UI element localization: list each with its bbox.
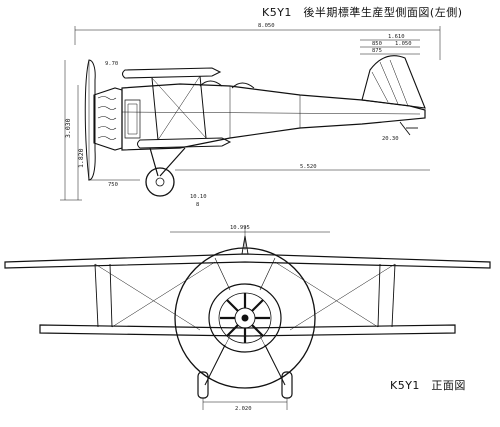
dim-span: 10.995: [230, 225, 250, 231]
landing-gear: [145, 147, 186, 197]
dimension-track: 2.020: [202, 398, 288, 412]
front-struts: [94, 257, 396, 331]
tail-skid: [399, 121, 418, 136]
dim-height-b: 1.820: [77, 148, 85, 168]
front-view-title: K5Y1 正面図: [390, 379, 466, 392]
side-view-title: K5Y1 後半期標準生産型側面図(左側): [262, 6, 463, 19]
dim-wheel-b: 8: [196, 202, 199, 208]
main-wheel: [145, 167, 175, 197]
dim-fuselage: 5.520: [300, 164, 317, 170]
upper-wing: [121, 67, 222, 79]
front-engine: [208, 283, 282, 353]
lower-wing: [137, 137, 232, 149]
front-fin: [241, 235, 249, 255]
dim-front: 750: [108, 182, 118, 188]
dimension-fuselage: 5.520 750 10.10 8 20.30 9.70: [88, 61, 430, 208]
front-view: 10.995: [4, 225, 491, 412]
dim-track: 2.020: [235, 406, 252, 412]
dim-overall-length: 8.050: [258, 23, 275, 29]
dimension-span: 10.995: [170, 225, 330, 250]
dim-wheel-a: 10.10: [190, 194, 207, 200]
dim-tail-b: 1.050: [395, 41, 412, 47]
dim-tailwheel: 20.30: [382, 136, 399, 142]
side-view: 8.050 1.610 850 1.050 875 3.030 1.820: [60, 23, 441, 208]
dim-tail-a: 850: [372, 41, 382, 47]
dim-strut: 9.70: [105, 61, 118, 67]
dim-wing-gap: 1.610: [388, 34, 405, 40]
front-upper-wing: [4, 253, 491, 269]
front-landing-gear: [197, 335, 293, 399]
front-lower-wing: [39, 324, 456, 337]
engine: [93, 87, 123, 151]
propeller-disc: [174, 247, 316, 389]
tail-fin: [361, 55, 426, 109]
dim-height: 3.030: [64, 118, 72, 138]
wing-struts: [151, 75, 207, 141]
dimension-tail: 1.610 850 1.050 875: [360, 34, 420, 55]
dimension-overall-length: 8.050: [74, 23, 441, 60]
propeller: [84, 59, 96, 181]
dim-tail-c: 875: [372, 48, 382, 54]
dimension-height: 3.030 1.820: [60, 60, 85, 201]
